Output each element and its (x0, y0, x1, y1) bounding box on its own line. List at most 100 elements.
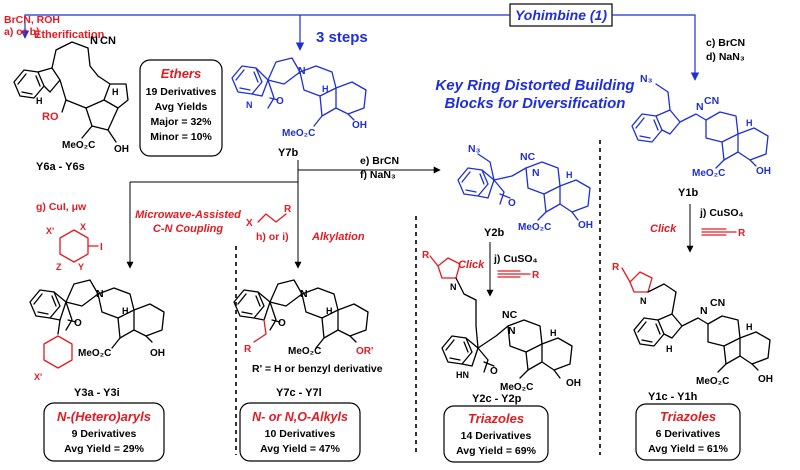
y3-n: N (96, 288, 104, 300)
structure-y1c (621, 267, 771, 373)
y7c-r: R (244, 344, 252, 355)
y2b-reagent-1: e) BrCN (360, 155, 399, 167)
arrow-to-etherification (20, 14, 510, 39)
y7b-o: O (276, 96, 284, 107)
alkyls-line2: Avg Yield = 47% (260, 443, 341, 455)
yohimbine-label: Yohimbine (1) (515, 7, 607, 23)
structure-y6 (13, 41, 129, 143)
y1b-meo2c: MeO₂C (692, 168, 725, 179)
arylation-label-1: Microwave-Assisted (135, 209, 241, 221)
click-right-reagent: j) CuSO₄ (699, 207, 744, 219)
triazoles-right-title: Triazoles (660, 409, 716, 424)
y7b-hn: N (246, 100, 253, 110)
y2c-h: H (550, 328, 557, 338)
y1b-oh: OH (756, 166, 771, 177)
y2c-r: R (422, 250, 430, 261)
y7c-n: N (300, 288, 308, 300)
y2c-triazole-n: N (450, 282, 457, 292)
alkyne-right-r: R (738, 228, 746, 239)
y2b-n3: N₃ (468, 143, 481, 155)
ether-reagent-2: a) or b) (4, 26, 40, 38)
y2b-nc: NC (520, 151, 536, 163)
y2c-nc: NC (502, 309, 518, 321)
y2c-hn: HN (456, 370, 469, 380)
structure-y3 (29, 279, 165, 369)
y3-o: O (74, 318, 82, 329)
y2b-o: O (508, 198, 516, 209)
ethers-title: Ethers (161, 66, 201, 81)
aryl-z: Z (56, 262, 62, 272)
arylation-label-2: C-N Coupling (153, 223, 224, 235)
y7c-o: O (278, 318, 286, 329)
ethers-line4: Minor = 10% (150, 131, 212, 143)
y1c-compound: Y1c - Y1h (648, 391, 698, 403)
y6-cn: CN (100, 35, 116, 47)
y7c-meo2c: MeO₂C (288, 346, 321, 357)
y1c-n: N (700, 305, 708, 317)
structure-y2c (429, 255, 573, 379)
y3-compound: Y3a - Y3i (74, 387, 120, 399)
aryls-line1: 9 Derivatives (72, 428, 137, 440)
y2b-oh: OH (578, 220, 593, 231)
aryls-box (43, 402, 165, 462)
alkyl-reagent: h) or i) (256, 231, 289, 243)
structure-y7b (231, 57, 367, 127)
y2c-compound: Y2c - Y2p (472, 393, 522, 405)
three-steps-label: 3 steps (316, 29, 368, 46)
alkyls-title: N- or N,O-Alkyls (252, 410, 348, 424)
triazoles-right-box (635, 403, 741, 461)
structure-y7c (233, 279, 369, 349)
y1c-h-indole: H (666, 344, 673, 354)
y7c-or: OR' (356, 346, 373, 357)
triazoles-mid-line1: 14 Derivatives (461, 430, 532, 442)
triazoles-right-line2: Avg Yield = 61% (648, 443, 729, 455)
y7b-oh: OH (352, 120, 367, 131)
y2b-meo2c: MeO₂C (518, 222, 551, 233)
y1c-h: H (746, 322, 753, 332)
alkylation-label: Alkylation (311, 231, 365, 243)
y1c-meo2c: MeO₂C (696, 376, 729, 387)
y7c-compound: Y7c - Y7l (276, 387, 322, 399)
y7c-h: H (326, 306, 333, 316)
structure-y2b (457, 153, 591, 221)
ethers-line1: 19 Derivatives (146, 86, 217, 98)
aryl-i: I (100, 242, 103, 253)
y1b-compound: Y1b (678, 187, 698, 199)
etherification-label: Etherification (34, 29, 105, 41)
y6-ro: RO (42, 111, 59, 123)
key-title-line2: Blocks for Diversification (445, 95, 626, 112)
aryls-title: N-(Hetero)aryls (57, 409, 151, 424)
aryl-x-prime: X' (46, 226, 54, 236)
key-title-line1: Key Ring Distorted Building (435, 77, 634, 94)
alkyl-halide (257, 213, 287, 223)
click-right: Click (650, 223, 677, 235)
y3-meo2c: MeO₂C (78, 348, 111, 359)
y2c-meo2c: MeO₂C (500, 382, 533, 393)
alkyl-x: X (246, 218, 253, 229)
ether-reagent-1: BrCN, ROH (4, 14, 60, 26)
y7b-n-label: N (298, 65, 306, 77)
y7b-meo2c: MeO₂C (282, 128, 315, 139)
ethers-line2: Avg Yields (155, 101, 208, 113)
ethers-box (139, 59, 223, 157)
click-mid-reagent: j) CuSO₄ (493, 253, 538, 265)
triazoles-right-line1: 6 Derivatives (656, 428, 721, 440)
y1b-reagent-1: c) BrCN (706, 37, 745, 49)
y1b-cn: CN (704, 95, 719, 107)
y2b-reagent-2: f) NaN₃ (360, 169, 396, 181)
y6-n: N (90, 35, 98, 47)
alkyls-line1: 10 Derivatives (265, 428, 336, 440)
y2b-compound: Y2b (484, 227, 504, 239)
y1c-triazole-n: N (640, 296, 647, 306)
y1b-reagent-2: d) NaN₃ (706, 51, 745, 63)
y6-compound: Y6a - Y6s (36, 161, 85, 173)
y6-meo2c: MeO₂C (62, 140, 95, 151)
aryl-y: Y (78, 262, 84, 272)
y1b-h: H (746, 118, 753, 128)
aryl-x: X (80, 222, 86, 232)
alkyne-mid-r: R (532, 270, 540, 281)
ethers-line3: Major = 32% (151, 116, 213, 128)
structure-y1b (631, 83, 769, 169)
y2c-o: O (490, 366, 498, 377)
